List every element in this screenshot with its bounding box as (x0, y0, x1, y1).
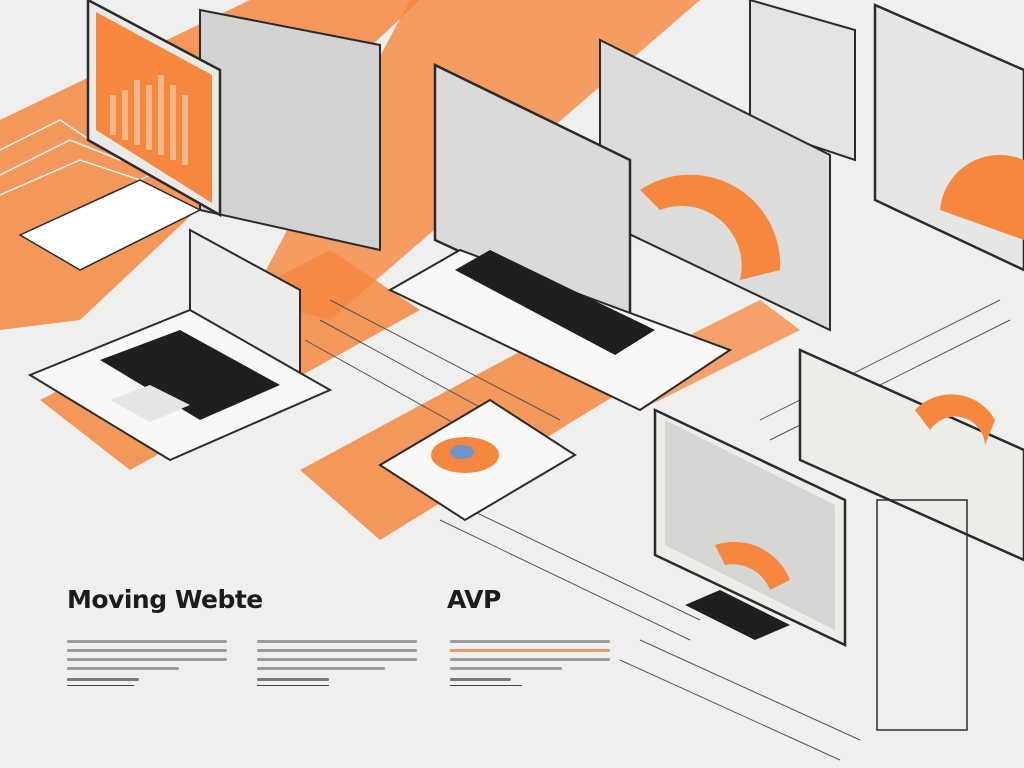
body-text-placeholder (257, 640, 417, 686)
body-text-placeholder (450, 640, 610, 686)
disc-graphic (450, 445, 474, 459)
monitor-screen (665, 420, 835, 630)
server-panel-icon (749, 0, 856, 162)
bar-graphic (110, 75, 188, 165)
arc-graphic (940, 154, 1024, 240)
laptop-icon (387, 248, 733, 412)
arc-graphic (915, 394, 995, 445)
arc-graphic (715, 541, 790, 590)
cabinet-graphic (876, 499, 968, 731)
keyboard-graphic (455, 250, 655, 355)
server-panel-icon (199, 8, 381, 252)
section-heading-avp: AVP (447, 585, 501, 614)
arc-graphic (640, 174, 781, 280)
keyboard-graphic (100, 330, 280, 420)
desk-pad (18, 179, 202, 271)
body-text-placeholder (67, 640, 227, 686)
monitor-stand (685, 590, 790, 640)
trackpad-graphic (110, 385, 190, 422)
section-heading-moving-webte: Moving Webte (67, 585, 263, 614)
